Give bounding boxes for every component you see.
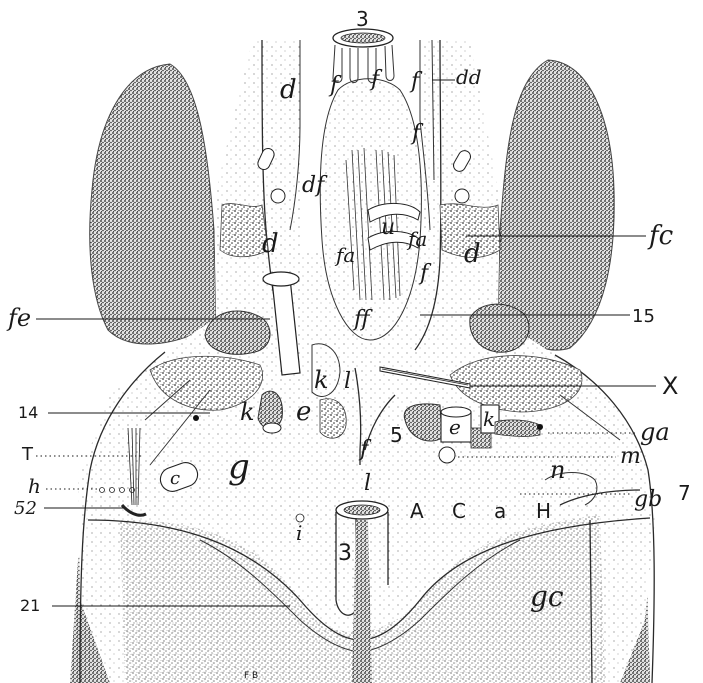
- label-h: h: [28, 474, 41, 498]
- label-fa-1: fa: [406, 227, 427, 251]
- label-m: m: [620, 444, 641, 469]
- label-i: i: [296, 521, 302, 545]
- label-7: 7: [678, 481, 691, 505]
- label-15: 15: [632, 306, 655, 327]
- label-gc: gc: [530, 580, 564, 613]
- label-n: n: [550, 456, 565, 484]
- label-fc: fc: [647, 221, 674, 251]
- label-3-top: 3: [356, 7, 369, 31]
- label-k-2: k: [240, 398, 255, 426]
- left-d-patch: [220, 204, 268, 257]
- label-14: 14: [18, 403, 38, 422]
- label-21: 21: [20, 596, 40, 615]
- left-lateral-lobe: [90, 64, 216, 344]
- label-fb: F B: [244, 671, 258, 681]
- right-lateral-lobe: [498, 60, 614, 350]
- label-e-1: e: [296, 397, 311, 427]
- label-ga: ga: [640, 418, 670, 446]
- top-ring-inner: [341, 33, 385, 43]
- label-fe: fe: [6, 304, 31, 332]
- label-5: 5: [390, 423, 403, 447]
- e-cap: [263, 423, 281, 433]
- label-e-2: e: [449, 415, 461, 439]
- label-X: X: [662, 372, 678, 400]
- label-k-3: k: [483, 407, 495, 431]
- label-3-bottom: 3: [338, 541, 352, 566]
- label-gb: gb: [634, 487, 662, 512]
- anatomy-shapes: [70, 29, 655, 683]
- label-C: C: [452, 499, 466, 523]
- label-g: g: [228, 447, 250, 487]
- label-df: df: [302, 173, 328, 198]
- label-d-left-mid: d: [262, 229, 279, 259]
- label-52: 52: [14, 498, 37, 519]
- label-d-right: d: [464, 239, 481, 269]
- label-A: A: [410, 499, 424, 523]
- label-dd: dd: [456, 65, 482, 89]
- label-H: H: [536, 499, 551, 523]
- label-l-2: l: [364, 471, 371, 496]
- label-T: T: [21, 444, 34, 465]
- label-fa-2: fa: [334, 243, 355, 267]
- bottom-ring-inner: [344, 505, 380, 515]
- top-ring-fringe: [333, 45, 394, 83]
- label-u: u: [381, 215, 395, 240]
- label-l-1: l: [344, 369, 351, 394]
- label-c: c: [170, 468, 180, 489]
- label-d-left-top: d: [280, 75, 297, 105]
- label-a: a: [494, 499, 506, 523]
- label-k-1: k: [314, 366, 329, 394]
- left-organ: [205, 311, 270, 354]
